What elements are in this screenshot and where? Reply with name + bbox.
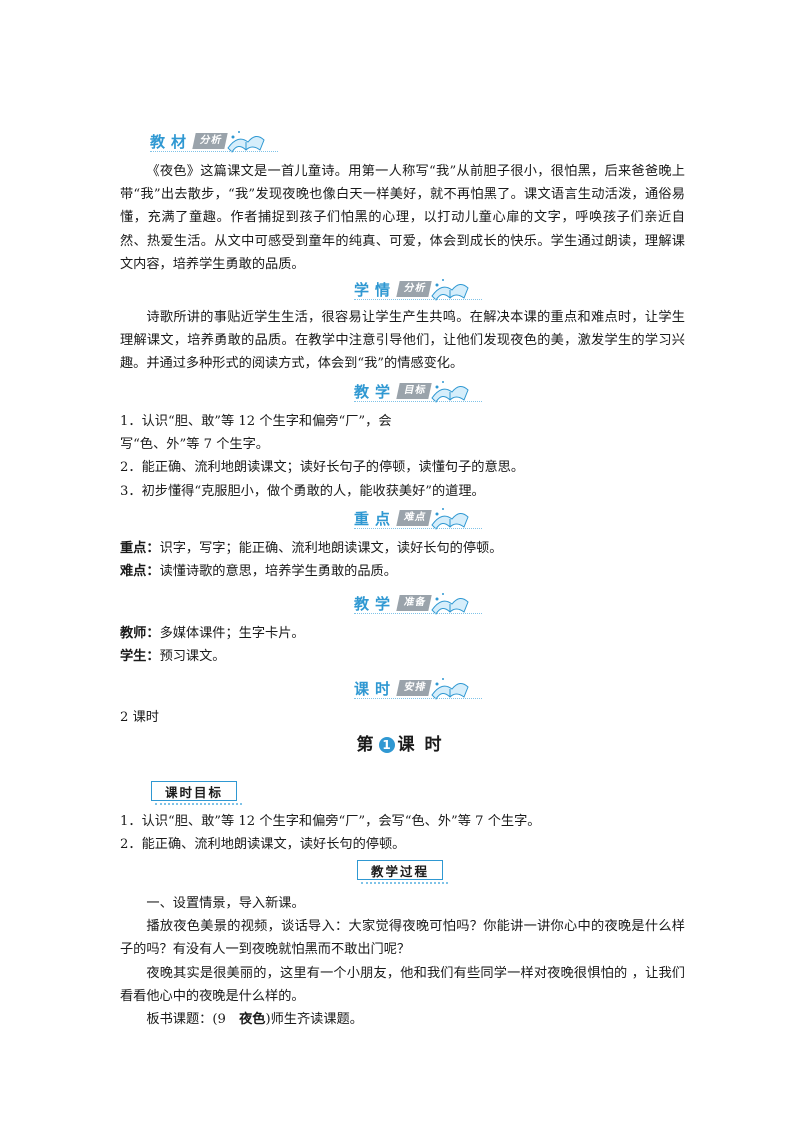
section-header-xueqing: 学情 分析 <box>354 276 482 302</box>
teacher-prep-line: 教师：多媒体课件；生字卡片。 <box>120 622 685 645</box>
section-subtitle: 难点 <box>396 510 432 526</box>
xueqing-body: 诗歌所讲的事贴近学生生活，很容易让学生产生共鸣。在解决本课的重点和难点时，让学生… <box>120 306 685 376</box>
section-subtitle: 目标 <box>396 383 432 399</box>
xueqing-paragraph: 诗歌所讲的事贴近学生生活，很容易让学生产生共鸣。在解决本课的重点和难点时，让学生… <box>120 310 685 372</box>
flying-book-icon <box>431 508 469 530</box>
board-title-bold: 夜色 <box>239 1012 266 1028</box>
key-point-text: 识字，写字；能正确、流利地朗读课文，读好长句的停顿。 <box>159 541 503 556</box>
board-title-line: 板书课题：(9 夜色)师生齐读课题。 <box>120 1008 685 1031</box>
mubiao-item: 2．能正确、流利地朗读课文；读好长句子的停顿，读懂句子的意思。 <box>120 460 525 476</box>
mubiao-item: 写“色、外”等 7 个生字。 <box>120 437 269 453</box>
mubiao-item: 3．初步懂得“克服胆小，做个勇敢的人，能收获美好”的道理。 <box>120 483 485 499</box>
anpai-body: 2 课时 <box>120 706 685 729</box>
tag-label: 教学过程 <box>370 863 429 879</box>
section-title: 重点 <box>354 509 397 528</box>
guocheng-paragraph: 播放夜色美景的视频，谈话导入：大家觉得夜晚可怕吗？你能讲一讲你心中的夜晚是什么样… <box>120 919 685 958</box>
flying-book-icon <box>431 678 469 700</box>
flying-book-icon <box>431 593 469 615</box>
lesson-title-prefix: 第 <box>356 735 376 755</box>
jiaocai-paragraph: 《夜色》这篇课文是一首儿童诗。用第一人称写“我”从前胆子很小，很怕黑，后来爸爸晚… <box>120 164 685 272</box>
zhunbei-body: 教师：多媒体课件；生字卡片。 学生：预习课文。 <box>120 622 685 668</box>
guocheng-paragraph: 夜晚其实是很美丽的，这里有一个小朋友，他和我们有些同学一样对夜晚很惧怕的 ，让我… <box>120 965 685 1004</box>
section-header-anpai: 课时 安排 <box>354 675 482 701</box>
mubiao-body: 1．认识“胆、敢”等 12 个生字和偏旁“厂”，会 写“色、外”等 7 个生字。… <box>120 410 685 503</box>
tag-label: 课时目标 <box>164 784 223 800</box>
difficulty-line: 难点：读懂诗歌的意思，培养学生勇敢的品质。 <box>120 560 685 583</box>
zhongdian-body: 重点：识字，写字；能正确、流利地朗读课文，读好长句的停顿。 难点：读懂诗歌的意思… <box>120 537 685 583</box>
lesson-title-suffix: 课 时 <box>397 735 444 755</box>
section-title: 教学 <box>354 382 397 401</box>
keshi-mubiao-tag: 课时目标 <box>151 781 242 805</box>
section-header-zhongdian: 重点 难点 <box>354 505 482 531</box>
section-title: 课时 <box>354 679 397 698</box>
section-subtitle: 安排 <box>396 680 432 696</box>
keshi-mubiao-item: 2．能正确、流利地朗读课文，读好长句的停顿。 <box>120 837 406 853</box>
anpai-text: 2 课时 <box>120 710 159 725</box>
flying-book-icon <box>431 279 469 301</box>
flying-book-icon <box>431 381 469 403</box>
student-text: 预习课文。 <box>159 649 226 665</box>
lesson-number: 1 <box>378 737 395 753</box>
jiaocai-body: 《夜色》这篇课文是一首儿童诗。用第一人称写“我”从前胆子很小，很怕黑，后来爸爸晚… <box>120 160 685 276</box>
difficulty-label: 难点： <box>120 564 160 580</box>
guocheng-body: 一、设置情景，导入新课。 播放夜色美景的视频，谈话导入：大家觉得夜晚可怕吗？你能… <box>120 892 685 1031</box>
student-prep-line: 学生：预习课文。 <box>120 645 685 668</box>
board-title-suffix: )师生齐读课题。 <box>265 1012 363 1028</box>
section-title: 教材 <box>150 132 193 151</box>
teacher-text: 多媒体课件；生字卡片。 <box>159 626 305 641</box>
keshi-mubiao-body: 1．认识“胆、敢”等 12 个生字和偏旁“厂”，会写“色、外”等 7 个生字。 … <box>120 810 685 856</box>
section-header-jiaocai: 教材 分析 <box>150 128 278 154</box>
section-subtitle: 准备 <box>396 595 432 611</box>
section-header-mubiao: 教学 目标 <box>354 378 482 404</box>
step-heading: 一、设置情景，导入新课。 <box>146 896 305 911</box>
difficulty-text: 读懂诗歌的意思，培养学生勇敢的品质。 <box>159 564 397 580</box>
mubiao-item: 1．认识“胆、敢”等 12 个生字和偏旁“厂”，会 <box>120 414 392 429</box>
board-title-prefix: 板书课题：(9 <box>146 1012 240 1028</box>
section-subtitle: 分析 <box>396 281 432 297</box>
flying-book-icon <box>227 131 265 153</box>
student-label: 学生： <box>120 649 160 665</box>
section-subtitle: 分析 <box>192 133 228 149</box>
jiaoxue-guocheng-tag: 教学过程 <box>357 860 448 884</box>
key-point-line: 重点：识字，写字；能正确、流利地朗读课文，读好长句的停顿。 <box>120 537 685 560</box>
section-header-zhunbei: 教学 准备 <box>354 590 482 616</box>
section-title: 教学 <box>354 594 397 613</box>
section-title: 学情 <box>354 280 397 299</box>
key-point-label: 重点： <box>120 541 160 556</box>
keshi-mubiao-item: 1．认识“胆、敢”等 12 个生字和偏旁“厂”，会写“色、外”等 7 个生字。 <box>120 814 541 829</box>
teacher-label: 教师： <box>120 626 160 641</box>
